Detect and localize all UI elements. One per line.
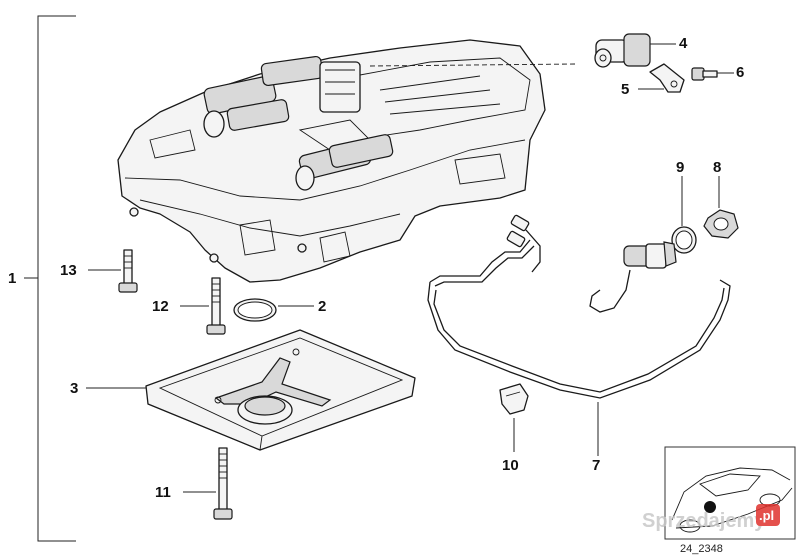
callout-12: 12	[152, 298, 169, 315]
bracket-screw	[691, 67, 718, 81]
sealing-ring	[671, 226, 697, 254]
bolt-11	[213, 447, 233, 520]
callout-2: 2	[318, 298, 326, 315]
callout-7: 7	[592, 457, 600, 474]
location-dot	[704, 501, 716, 513]
watermark: Sprzedajemy .pl	[642, 504, 780, 532]
bolt-12	[206, 277, 226, 335]
callout-3: 3	[70, 380, 78, 397]
sensor-bracket	[649, 63, 685, 93]
callout-13: 13	[60, 262, 77, 279]
hex-nut	[703, 209, 739, 239]
speed-sensor	[594, 33, 651, 68]
harness-clip	[499, 383, 529, 415]
callout-11: 11	[155, 484, 171, 501]
wiring-harness	[427, 214, 731, 399]
drawing-number: 24_2348	[680, 543, 723, 555]
callout-9: 9	[676, 159, 684, 176]
callout-1: 1	[8, 270, 16, 287]
callout-6: 6	[736, 64, 744, 81]
assembly-bracket	[24, 15, 76, 542]
o-ring	[233, 298, 277, 322]
valve-body	[117, 39, 546, 283]
oil-filter	[145, 329, 416, 451]
watermark-badge-text: .pl	[759, 508, 774, 523]
callout-10: 10	[502, 457, 519, 474]
watermark-badge	[756, 504, 780, 526]
watermark-text: Sprzedajemy	[642, 510, 766, 532]
callout-4: 4	[679, 35, 688, 52]
callout-5: 5	[621, 81, 629, 98]
bolt-13	[118, 249, 138, 293]
callout-8: 8	[713, 159, 721, 176]
